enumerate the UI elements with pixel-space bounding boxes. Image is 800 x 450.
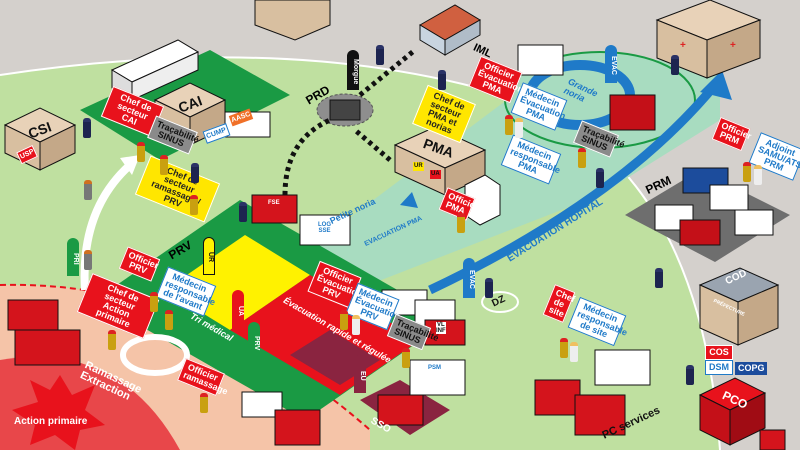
- psm-truck: [409, 359, 466, 396]
- police-officer: [376, 45, 384, 65]
- prm-lot: [625, 170, 790, 262]
- flag-evac-top: EVAC: [605, 45, 617, 83]
- police-officer: [438, 70, 446, 90]
- firefighter: [743, 162, 751, 182]
- firefighter: [165, 310, 173, 330]
- fse-truck: [251, 194, 298, 224]
- vehicles: [7, 44, 786, 450]
- vl-inf-badge: VL INF: [436, 322, 446, 334]
- prm-fire-ambulance: [679, 219, 721, 246]
- dotted-arrow-prv-prd: [282, 117, 332, 196]
- medic: [570, 342, 578, 362]
- firefighter: [190, 195, 198, 215]
- firefighter: [200, 393, 208, 413]
- fire-truck: [7, 299, 59, 331]
- flag-ur: UR: [203, 237, 215, 275]
- police-officer: [485, 278, 493, 298]
- police-officer: [191, 163, 199, 183]
- svg-text:+: +: [730, 40, 736, 51]
- police-officer: [671, 55, 679, 75]
- label-dsm: DSM: [705, 360, 733, 375]
- csi-building: [3, 107, 77, 171]
- flag-morgue: Morgue: [347, 50, 359, 90]
- evac-hopital-arrowhead: [700, 70, 732, 100]
- fse-badge: FSE: [268, 200, 280, 206]
- vl-inf-car: [377, 394, 424, 426]
- log-sse-truck: [299, 214, 351, 246]
- fire-ambulance: [274, 409, 321, 446]
- psm-badge: PSM: [428, 365, 442, 371]
- flag-prv: PRV: [248, 322, 260, 362]
- action-primaire-label: Action primaire: [14, 416, 88, 427]
- civilian: [84, 250, 92, 270]
- firefighter: [505, 115, 513, 135]
- petite-noria-arrowhead: [400, 192, 418, 208]
- dotted-arrow-prd-iml: [358, 48, 417, 97]
- fire-truck: [14, 329, 81, 366]
- iml-building: [419, 4, 481, 56]
- firefighter: [578, 148, 586, 168]
- dz-circle: [481, 291, 519, 313]
- prm-ambulance: [734, 209, 774, 236]
- police-officer: [239, 202, 247, 222]
- fire-ambulance: [609, 94, 656, 131]
- police-officer: [596, 168, 604, 188]
- evac-hopital-arrow: [428, 82, 719, 295]
- firefighter: [137, 142, 145, 162]
- police-officer: [655, 268, 663, 288]
- log-sse-badge: LOG SSE: [318, 222, 331, 234]
- label-copg: COPG: [735, 362, 767, 375]
- top-building: [254, 0, 331, 41]
- flag-evac-mid: EVAC: [463, 258, 475, 298]
- police-officer: [686, 365, 694, 385]
- firefighter: [457, 213, 465, 233]
- label-cos: COS: [705, 345, 733, 360]
- firefighter: [150, 292, 158, 312]
- cod-building: [698, 267, 780, 346]
- flag-pri: PRI: [67, 238, 79, 276]
- white-arrowhead: [120, 155, 140, 175]
- firefighter: [402, 348, 410, 368]
- firefighter: [340, 310, 348, 330]
- prm-ambulance: [709, 184, 749, 211]
- samu-van: [594, 349, 651, 386]
- pma-ur-badge: UR: [413, 162, 424, 171]
- civilian: [84, 180, 92, 200]
- medic: [754, 165, 762, 185]
- medic: [352, 315, 360, 335]
- action-star: [12, 375, 105, 450]
- flag-eu: EU: [354, 355, 366, 393]
- police-officer: [83, 118, 91, 138]
- hospital-building: + +: [655, 0, 762, 79]
- ambulance: [517, 44, 564, 76]
- prd-vehicles: [329, 99, 361, 121]
- firefighter: [560, 338, 568, 358]
- pc-vehicle: [534, 379, 581, 416]
- firefighter: [108, 330, 116, 350]
- pma-ua-badge: UA: [430, 170, 441, 179]
- action-zone-border: [0, 283, 371, 431]
- medic: [515, 118, 523, 138]
- firefighter: [160, 155, 168, 175]
- flag-ua: UA: [232, 290, 244, 330]
- ramassage-circle: [120, 334, 190, 376]
- white-arrow-to-cai: [80, 162, 133, 291]
- svg-text:+: +: [680, 40, 686, 51]
- pc-vehicle: [574, 394, 626, 436]
- satellite-trailer: [759, 429, 786, 450]
- pco-building: [698, 377, 767, 446]
